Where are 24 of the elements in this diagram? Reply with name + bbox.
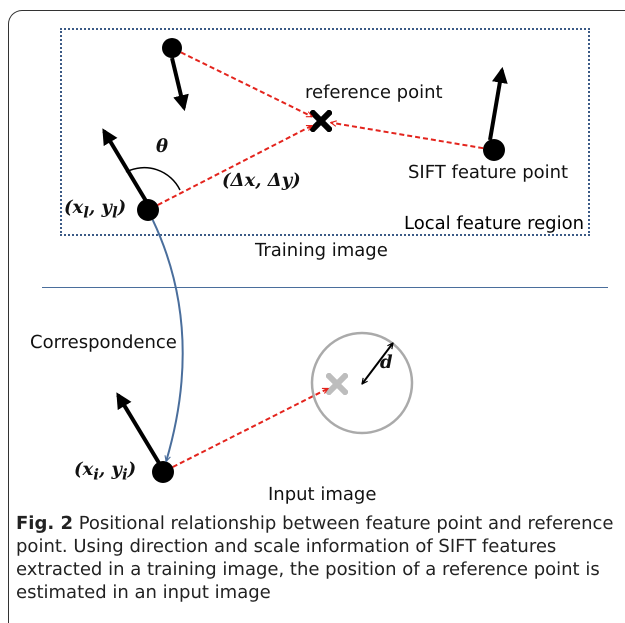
reference-point-cross — [310, 110, 332, 132]
dashed-arrow — [180, 52, 313, 118]
point-label: SIFT feature point — [408, 162, 568, 183]
point-label: reference point — [305, 82, 443, 103]
angle-label: θ — [156, 136, 168, 157]
feature-point — [137, 199, 159, 221]
image-label: Input image — [268, 484, 376, 505]
radius-label: d — [380, 352, 393, 373]
curved-arrow — [152, 220, 184, 462]
dashed-arrow — [330, 120, 484, 150]
region-box — [60, 28, 590, 236]
point-label: (x$_{i}$, y$_{i}$) — [74, 459, 136, 484]
dashed-arrow — [157, 124, 313, 206]
estimated-point-cross — [326, 373, 348, 395]
figure-caption: Fig. 2 Positional relationship between feature point and reference point. Using direction and scale information of SIFT features extracted in a training image, the position of a reference point is estimated in an input image — [16, 512, 614, 604]
image-label: Training image — [255, 240, 388, 261]
point-label: (x$_{l}$, y$_{l}$) — [64, 197, 126, 222]
edge-label: Correspondence — [30, 332, 177, 353]
feature-point — [162, 38, 182, 58]
region-label: Local feature region — [404, 213, 584, 234]
dashed-arrow — [172, 388, 329, 468]
edge-label: (Δx, Δy) — [222, 170, 301, 191]
feature-point — [152, 461, 174, 483]
feature-point — [483, 139, 505, 161]
